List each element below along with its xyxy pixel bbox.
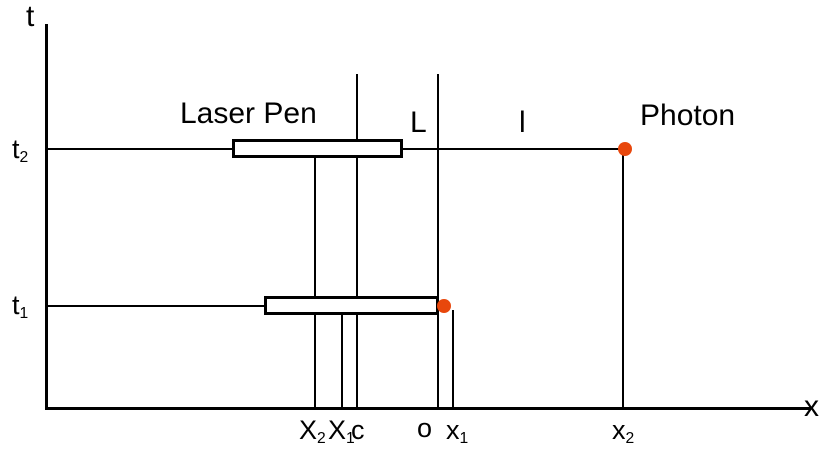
t1-label: t1 [12, 290, 29, 322]
t2-label: t2 [12, 134, 29, 166]
worldline-o [437, 74, 439, 408]
dropline-x2 [622, 152, 624, 408]
x-label-c: c [351, 415, 365, 445]
length-l-label: l [519, 106, 526, 139]
x-label-X2: X2 [299, 415, 326, 447]
photon-dot-t2 [618, 142, 632, 156]
x-axis-label: x [804, 390, 819, 423]
x-label-o: o [417, 413, 433, 443]
laser-pen-at-t2 [232, 139, 403, 158]
x-axis [45, 407, 810, 410]
x-label-x1: x1 [446, 415, 469, 447]
laser-pen-label: Laser Pen [180, 97, 317, 130]
dropline-x1 [452, 310, 454, 408]
length-L-label: L [410, 106, 427, 139]
t-axis [45, 24, 48, 410]
dropline-X2 [314, 158, 316, 408]
photon-label: Photon [640, 99, 736, 132]
t1-line [47, 305, 445, 307]
x-label-x2: x2 [612, 415, 635, 447]
x-label-X1: X1 [328, 415, 355, 447]
dropline-X1 [341, 314, 343, 408]
worldline-c [356, 74, 358, 408]
photon-dot-t1 [437, 299, 451, 313]
t-axis-label: t [26, 0, 35, 33]
laser-pen-at-t1 [264, 296, 439, 315]
